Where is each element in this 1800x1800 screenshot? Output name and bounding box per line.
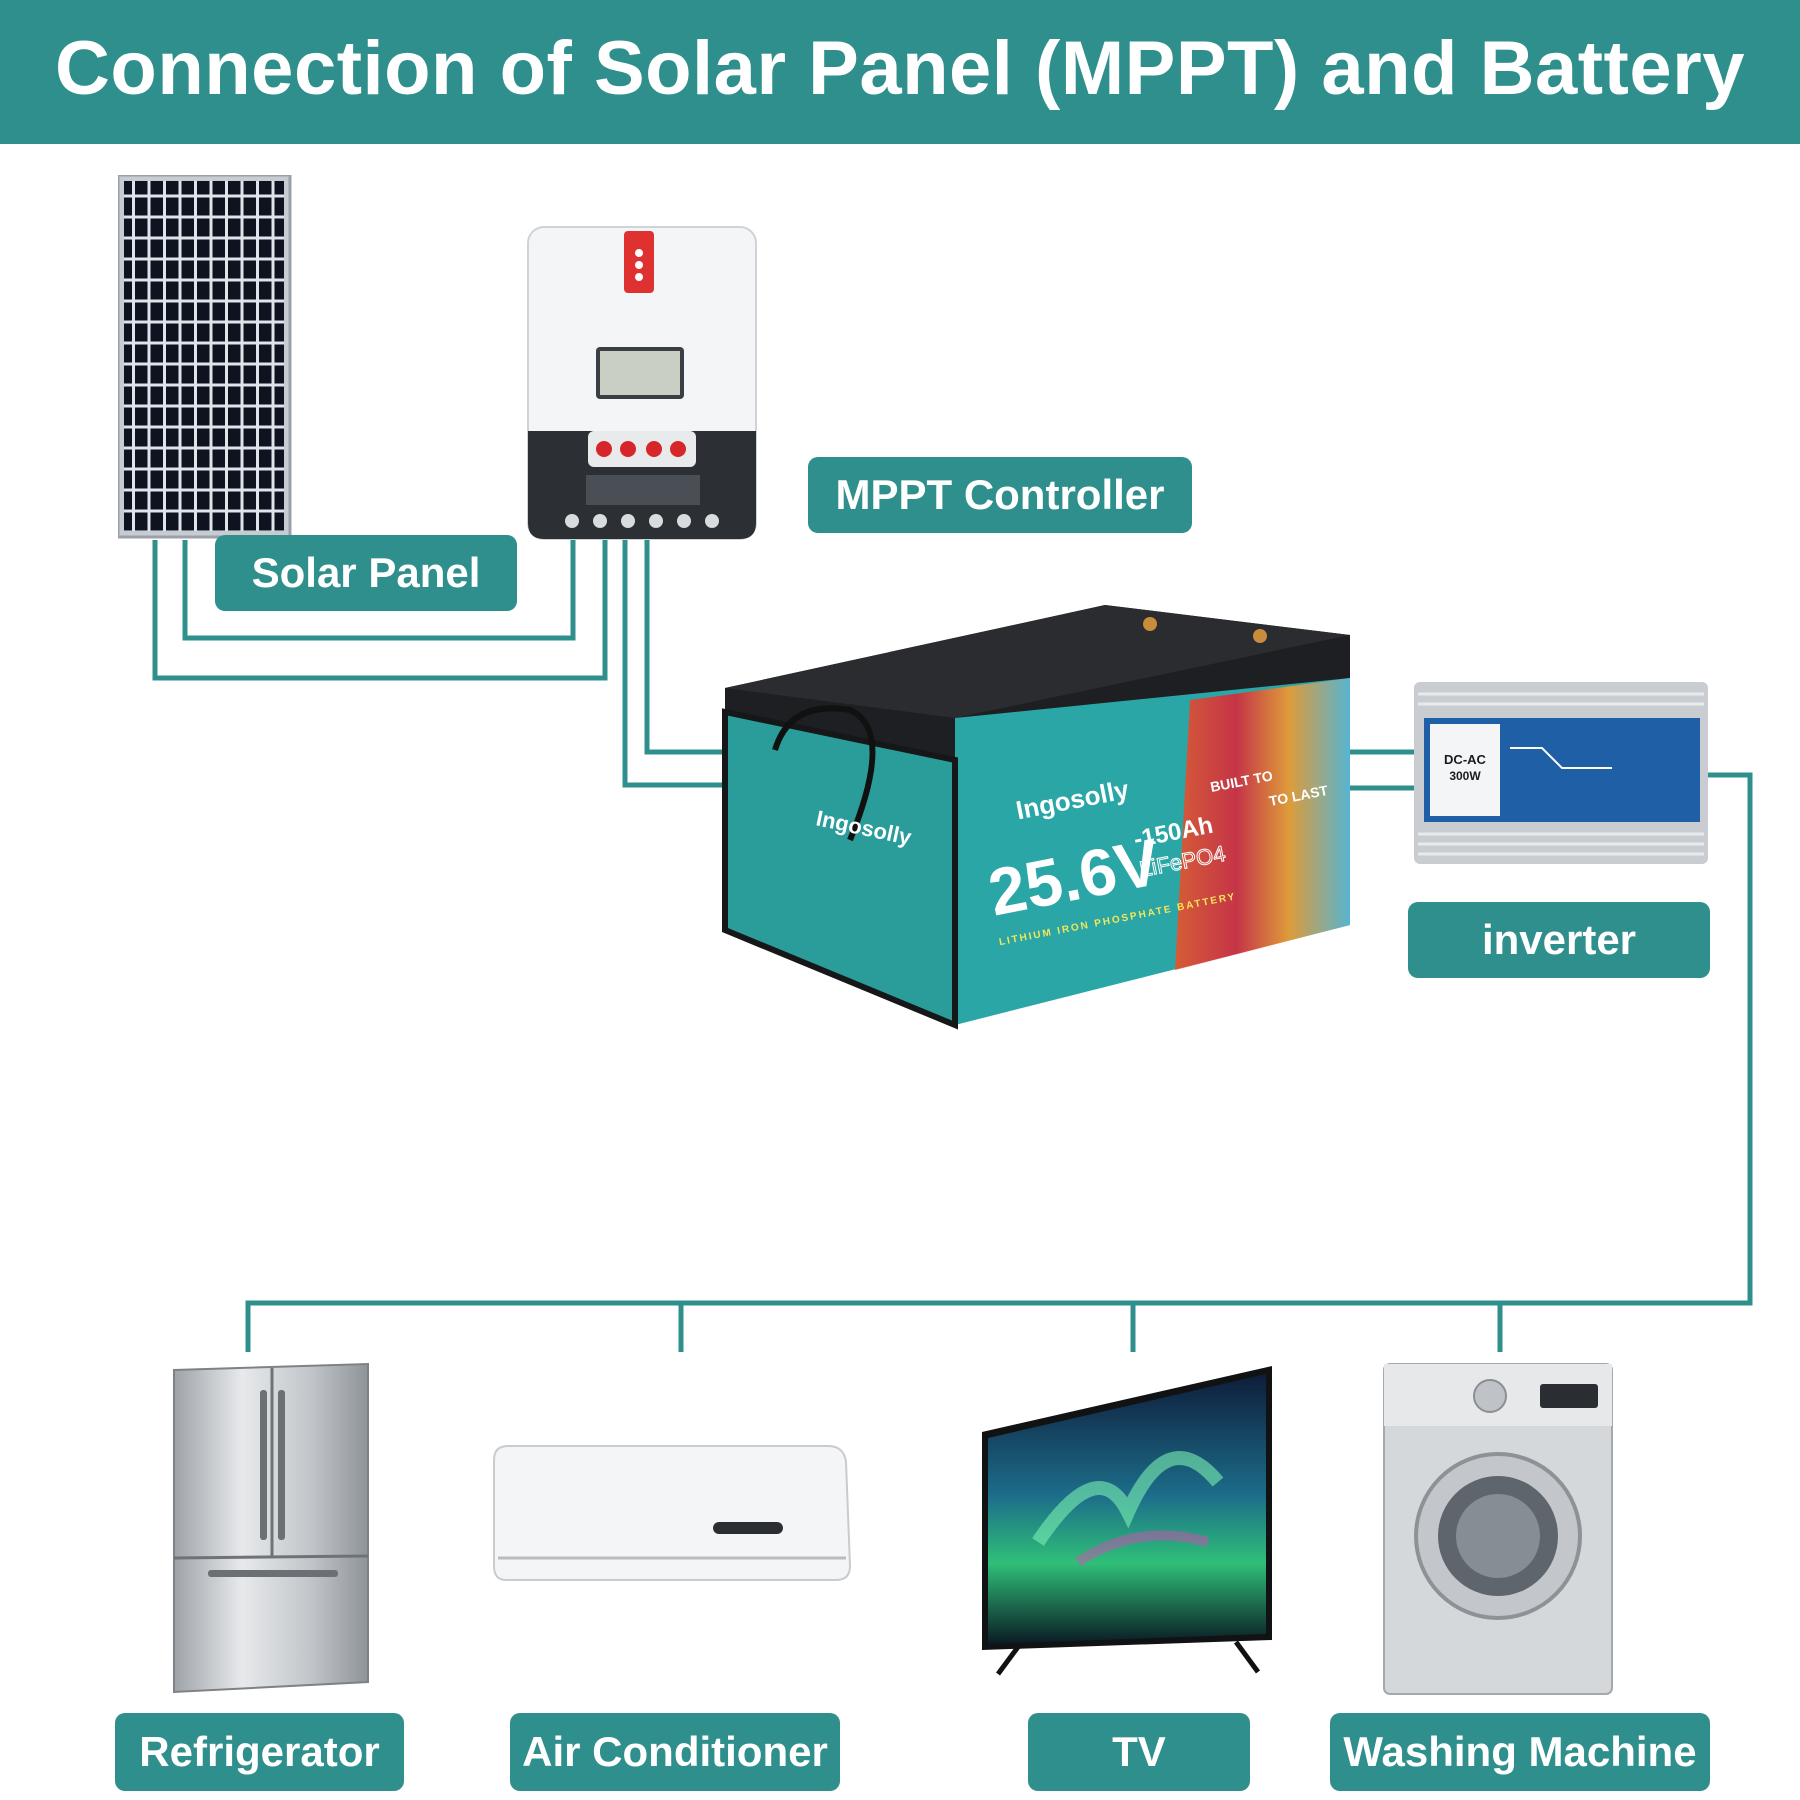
solar-panel-icon: [118, 175, 292, 539]
air-conditioner-label: Air Conditioner: [510, 1713, 840, 1791]
solar-panel-label: Solar Panel: [215, 535, 517, 611]
mppt-controller-label: MPPT Controller: [808, 457, 1192, 533]
washing-machine-label: Washing Machine: [1330, 1713, 1710, 1791]
battery-icon: Ingosolly 25.6V -150Ah LiFePO4 LITHIUM I…: [722, 605, 1350, 1030]
wire-inverter-bus: [245, 772, 1753, 1352]
title-banner: Connection of Solar Panel (MPPT) and Bat…: [0, 0, 1800, 144]
washing-machine-icon: [1383, 1363, 1613, 1695]
refrigerator-label: Refrigerator: [115, 1713, 404, 1791]
inverter-rating: 300W: [1449, 769, 1481, 783]
tv-label: TV: [1028, 1713, 1250, 1791]
mppt-controller-icon: [527, 226, 757, 540]
refrigerator-icon: [173, 1362, 369, 1694]
tv-icon: [982, 1366, 1272, 1676]
wire-controller-battery-1: [622, 540, 740, 788]
air-conditioner-icon: [493, 1445, 852, 1581]
inverter-text: DC-AC: [1444, 752, 1486, 767]
inverter-label: inverter: [1408, 902, 1710, 978]
wire-controller-battery-2: [644, 540, 740, 755]
inverter-icon: DC-AC 300W: [1414, 682, 1708, 864]
page-title: Connection of Solar Panel (MPPT) and Bat…: [55, 26, 1745, 111]
wire-solar-negative: [152, 540, 608, 681]
wire-solar-positive: [182, 540, 576, 641]
